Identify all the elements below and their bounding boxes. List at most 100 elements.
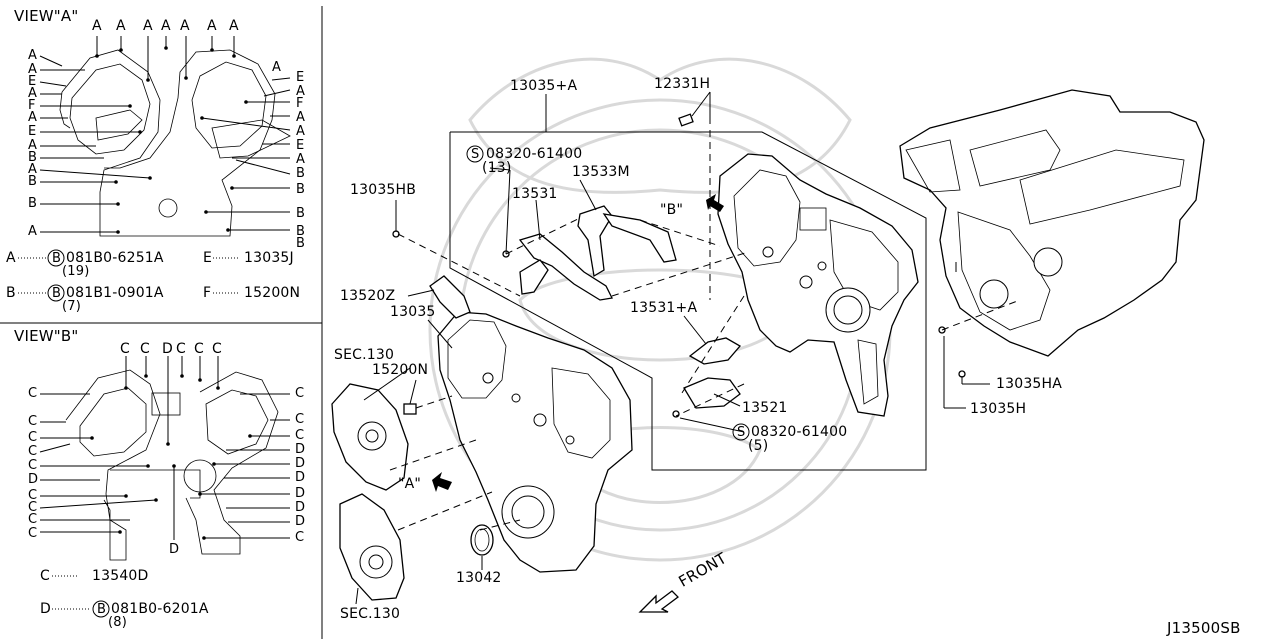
view-b-right-letter: D <box>295 500 306 515</box>
view-a-right-letter: A <box>296 152 306 167</box>
callout-13533m: 13533M <box>572 164 630 180</box>
callout-13531-a: 13531+A <box>630 300 698 316</box>
rear-timing-cover <box>717 153 919 417</box>
view-a-right-letter: E <box>296 138 305 153</box>
legend-key-d: D <box>40 601 51 617</box>
view-b-right-letter: D <box>295 456 306 471</box>
legend-part-c: 13540D <box>92 568 149 584</box>
callout-view-b-ref: "B" <box>660 202 684 218</box>
legend-part-b: 081B1-0901A <box>66 285 164 301</box>
bolt-symbol-icon: B <box>52 251 62 266</box>
callout-13520z: 13520Z <box>340 288 396 304</box>
view-b-top-letter: C <box>140 341 150 357</box>
view-a-top-letter: A <box>229 18 239 34</box>
view-a-left-letter: B <box>28 174 38 189</box>
view-b-right-letter: D <box>295 470 306 485</box>
callout-13521: 13521 <box>742 400 788 416</box>
view-b-right-letter: C <box>295 428 305 443</box>
view-b-left-letter: C <box>28 430 38 445</box>
view-b-leaders <box>39 356 290 540</box>
legend-qty-b: (7) <box>62 299 82 314</box>
view-a-left-letter: B <box>28 150 38 165</box>
view-a-left-letter: E <box>28 74 37 89</box>
view-a-right-letter: E <box>296 70 305 85</box>
view-b-right-letter: C <box>295 530 305 545</box>
view-a-right-letter: A <box>272 60 282 75</box>
view-a-top-letter: A <box>161 18 171 34</box>
callout-13035: 13035 <box>390 304 436 320</box>
screw-symbol-icon: S <box>471 147 480 162</box>
view-a-cover <box>59 49 291 237</box>
circled-symbols <box>47 145 750 618</box>
view-b-bottom-letter: D <box>169 542 180 557</box>
view-a-right-letter: A <box>296 110 306 125</box>
view-a-leaders <box>39 36 291 234</box>
callout-08320-bottom-qty: (5) <box>748 438 769 454</box>
legend-key-f: F <box>203 285 212 301</box>
callout-13035h: 13035H <box>970 401 1027 417</box>
view-a-left-letter: A <box>28 224 38 239</box>
legend-qty-a: (19) <box>62 264 90 279</box>
gasket-13520Z <box>429 275 471 319</box>
view-b-right-letter: D <box>295 486 306 501</box>
view-a-right-letter: B <box>296 236 306 251</box>
view-b-right-letter: C <box>295 386 305 401</box>
legend-part-d: 081B0-6201A <box>111 601 209 617</box>
view-b-right-letter: D <box>295 442 306 457</box>
view-b-left-letter: C <box>28 458 38 473</box>
callout-08320-top: 08320-61400 <box>486 146 583 162</box>
view-a-right-letter: B <box>296 166 306 181</box>
view-a-left-letter: A <box>28 86 38 101</box>
view-a-left-letter: A <box>28 62 38 77</box>
view-a-left-letter: A <box>28 138 38 153</box>
alignment-lines <box>389 130 1021 531</box>
view-b-right-letter: C <box>295 412 305 427</box>
legend-key-b: B <box>6 285 16 301</box>
view-b-left-letter: C <box>28 500 38 515</box>
view-a-right-letter: B <box>296 182 306 197</box>
callout-08320-top-qty: (13) <box>482 160 512 176</box>
view-a-left-letter: A <box>28 110 38 125</box>
view-a-top-letter: A <box>116 18 126 34</box>
legend-part-f: 15200N <box>244 285 301 301</box>
view-a-right-letter: B <box>296 206 306 221</box>
view-a-left-letter: A <box>28 162 38 177</box>
view-b-cover <box>65 369 279 561</box>
bolt-symbol-icon: B <box>52 286 62 301</box>
view-b-left-letter: C <box>28 444 38 459</box>
view-a-top-letter: A <box>207 18 217 34</box>
view-a-arrow-icon <box>432 472 452 492</box>
callout-12331h: 12331H <box>654 76 711 92</box>
callout-sec130-bottom: SEC.130 <box>340 606 401 622</box>
oil-seal-13042 <box>470 524 494 556</box>
legend-part-a: 081B0-6251A <box>66 250 164 266</box>
legend-key-c: C <box>40 568 50 584</box>
view-b-arrow-icon <box>706 194 724 212</box>
gasket-13521 <box>683 377 741 409</box>
view-a-right-letter: F <box>296 96 304 111</box>
view-a-left-letter: A <box>28 48 38 63</box>
callout-13035hb: 13035HB <box>350 182 417 198</box>
view-b-right-letter: D <box>295 514 306 529</box>
view-b-left-letter: C <box>28 488 38 503</box>
view-b-top-letter: C <box>176 341 186 357</box>
legend-qty-d: (8) <box>108 615 128 630</box>
view-b-left-letter: C <box>28 512 38 527</box>
view-b-top-letter: C <box>120 341 130 357</box>
detail-box <box>449 92 927 471</box>
sec130-oil-pump <box>339 493 405 601</box>
legend-dotted-lines <box>18 257 240 610</box>
screw-symbol-icon: S <box>737 425 746 440</box>
view-b-title: VIEW"B" <box>14 327 79 345</box>
view-a-top-letter: A <box>180 18 190 34</box>
view-a-right-letter: A <box>296 124 306 139</box>
gasket-13531 <box>518 233 613 301</box>
view-a-top-letter: A <box>143 18 153 34</box>
callout-08320-bottom: 08320-61400 <box>751 424 848 440</box>
gasket-13531A <box>688 337 742 365</box>
view-b-top-letter: D <box>162 341 173 357</box>
view-a-top-letter: A <box>92 18 102 34</box>
view-a-left-letter: E <box>28 124 37 139</box>
